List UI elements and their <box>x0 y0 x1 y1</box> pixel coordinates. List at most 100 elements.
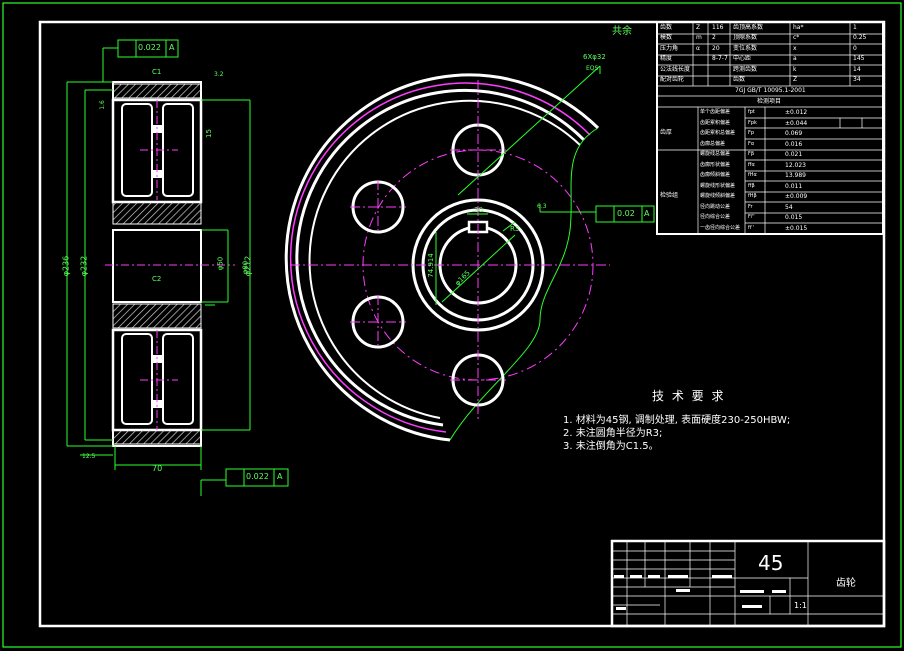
check-row-name: 螺旋线倾斜偏差 <box>700 193 736 199</box>
param-cell: 变位系数 <box>733 45 758 52</box>
param-cell: 压力角 <box>660 45 679 52</box>
check-row-symbol: Fp <box>748 130 755 136</box>
check-group-label: 齿厚 <box>660 129 673 136</box>
check-row-name: 齿距累积总偏差 <box>700 130 736 136</box>
runout-top-datum: A <box>169 43 175 52</box>
check-row-symbol: Fi'' <box>748 214 755 220</box>
tip-diameter: φ236 <box>61 255 71 277</box>
keyway-width: 20 <box>474 206 483 214</box>
check-row-value: ±0.044 <box>785 119 808 127</box>
section-hatching <box>112 83 202 445</box>
param-cell: 公法线长度 <box>660 66 691 73</box>
check-row-name: 齿廓形状偏差 <box>700 161 731 168</box>
eqs-label: EQS <box>586 65 599 72</box>
tech-req-title: 技 术 要 求 <box>652 389 726 403</box>
flatness-value: 0.02 <box>617 209 635 218</box>
fillet-radius: R3 <box>510 225 520 233</box>
param-cell: 8-7-7 <box>712 55 728 62</box>
param-cell: a <box>793 55 797 62</box>
check-row-symbol: Fr <box>748 203 753 210</box>
check-row-symbol: fHα <box>748 172 757 178</box>
param-cell: 1 <box>853 24 857 31</box>
section-centerlines <box>105 100 235 430</box>
runout-frames <box>117 39 655 487</box>
holes-callout: 6Xφ32 <box>583 53 606 61</box>
check-row-symbol: Fα <box>748 140 755 147</box>
param-cell: 模数 <box>660 34 673 41</box>
check-row-name: 齿距累积偏差 <box>700 119 731 126</box>
roughness-front: 6.3 <box>537 203 547 210</box>
runout-bottom-datum: A <box>277 472 283 481</box>
bore-diameter: φ50 <box>216 256 225 271</box>
check-row-value: ±0.009 <box>785 193 808 200</box>
check-row-symbol: fpt <box>748 109 755 115</box>
param-cell: x <box>793 45 797 52</box>
check-row-symbol: Fβ <box>748 151 755 157</box>
check-row-value: 12.023 <box>785 161 806 169</box>
part-name: 齿轮 <box>836 578 856 589</box>
check-row-name: 单个齿距偏差 <box>700 109 731 115</box>
roughness-left: 1.6 <box>98 100 106 110</box>
check-row-symbol: ffβ <box>748 182 755 189</box>
param-cell: c* <box>793 34 800 41</box>
param-cell: 20 <box>712 45 720 52</box>
check-group-label: 检验组 <box>660 192 679 199</box>
param-cell: 跨测齿数 <box>733 66 758 73</box>
check-row-name: 螺旋线形状偏差 <box>700 182 736 189</box>
check-row-value: 0.021 <box>785 151 803 158</box>
keyway-height: 74.914 <box>426 253 435 278</box>
check-header: 检测项目 <box>757 98 782 105</box>
param-cell: ha* <box>793 24 804 31</box>
roughness-top: 3.2 <box>214 71 224 78</box>
param-cell: 中心距 <box>733 55 752 62</box>
param-standard: 7GJ GB/T 10095.1-2001 <box>735 87 806 94</box>
check-row-symbol: fHβ <box>748 193 757 199</box>
param-cell: 116 <box>712 24 724 31</box>
height-15: 15 <box>204 129 213 138</box>
param-cell: 34 <box>853 76 861 83</box>
check-row-value: ±0.012 <box>785 109 808 116</box>
tech-req-item-2: 2. 未注圆角半径为R3; <box>563 428 663 439</box>
chamfer-top: C1 <box>152 68 162 76</box>
runout-top-value: 0.022 <box>138 43 161 52</box>
param-cell: 0 <box>853 45 857 52</box>
param-cell: 2 <box>712 34 716 41</box>
hub-diameter: φ80 <box>241 260 250 275</box>
title-block-frame <box>340 539 886 628</box>
param-cell: 齿顶高系数 <box>733 24 764 31</box>
param-table-frame <box>656 21 884 235</box>
check-row-name: 齿廓倾斜偏差 <box>700 172 731 178</box>
sheet-count-label: 共余 <box>612 26 632 37</box>
material-label: 45 <box>758 551 784 575</box>
check-row-value: 54 <box>785 203 793 211</box>
width-dimension: 70 <box>152 464 163 473</box>
section-dimensions <box>66 47 251 496</box>
runout-bottom-value: 0.022 <box>246 472 269 481</box>
param-cell: 齿数 <box>733 76 746 83</box>
check-row-name: 螺旋线总偏差 <box>700 151 731 157</box>
check-row-value: 0.011 <box>785 182 803 190</box>
param-cell: 0.25 <box>853 34 867 41</box>
check-row-symbol: ffα <box>748 161 755 168</box>
check-row-name: 径向跳动公差 <box>700 203 731 210</box>
tech-req-item-1: 1. 材料为45钢, 调制处理, 表面硬度230-250HBW; <box>563 415 791 426</box>
check-row-value: 0.069 <box>785 130 803 137</box>
check-row-value: 13.989 <box>785 172 806 179</box>
param-cell: Z <box>696 24 701 31</box>
param-cell: α <box>696 45 700 52</box>
param-cell: 145 <box>853 55 865 62</box>
tech-req-item-3: 3. 未注倒角为C1.5。 <box>563 441 659 452</box>
check-row-value: 0.016 <box>785 140 803 148</box>
check-row-name: 一齿径向综合公差 <box>700 224 741 231</box>
chamfer-mid: C2 <box>152 275 162 283</box>
param-cell: k <box>793 66 797 73</box>
param-cell: 齿数 <box>660 24 673 31</box>
param-cell: 顶隙系数 <box>733 34 758 41</box>
check-row-name: 齿廓总偏差 <box>700 140 726 147</box>
roughness-bottom: 12.5 <box>82 453 96 460</box>
scale-label: 1:1 <box>794 601 807 610</box>
param-cell: 精度 <box>660 55 673 62</box>
param-cell: m <box>696 34 702 41</box>
